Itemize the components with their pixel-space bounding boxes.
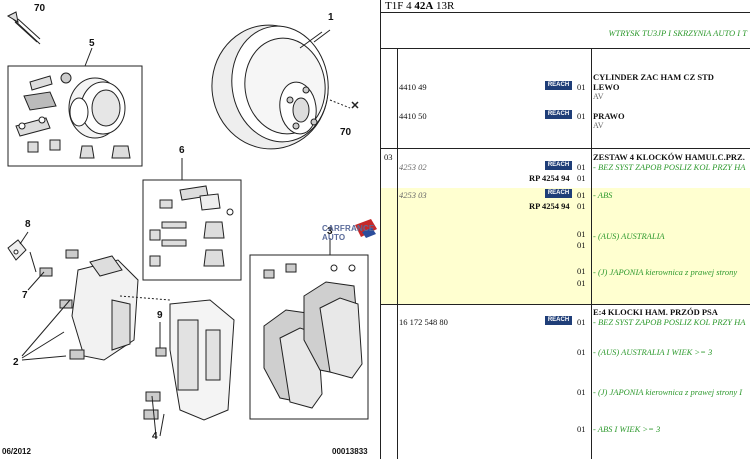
part-desc: ZESTAW 4 KLOCKÓW HAMULC.PRZ. (593, 152, 745, 162)
qty: 01 (577, 317, 586, 327)
position-number: 03 (384, 152, 393, 162)
part-desc: PRAWO (593, 111, 625, 121)
col-divider (397, 48, 398, 459)
qty: 01 (577, 111, 586, 121)
qty: 01 (577, 162, 586, 172)
part-note: AV (593, 92, 604, 101)
callout-3: 3 (327, 226, 333, 237)
part-desc: E:4 KLOCKI HAM. PRZÓD PSA (593, 307, 718, 317)
callout-70-top: 70 (34, 3, 46, 14)
part-ref[interactable]: 4410 50 (399, 111, 427, 121)
qty: 01 (577, 347, 586, 357)
reach-badge: REACH (545, 161, 572, 170)
condition: - (AUS) AUSTRALIA I WIEK >= 3 (593, 347, 713, 357)
condition: - (J) JAPONIA kierownica z prawej strony… (593, 387, 743, 397)
qty: 01 (577, 278, 586, 288)
sub-ref: RP 4254 94 (529, 201, 570, 211)
callout-6: 6 (179, 145, 185, 156)
watermark: CARFRANCE AUTO (322, 224, 375, 242)
reach-badge: REACH (545, 81, 572, 90)
part-desc: CYLINDER ZAC HAM CZ STD (593, 72, 714, 82)
callout-2: 2 (13, 357, 19, 368)
qty: 01 (577, 387, 586, 397)
qty: 01 (577, 229, 586, 239)
col-divider (591, 48, 592, 459)
condition: - BEZ SYST ZAPOB POSLIZ KOL PRZY HA (593, 317, 746, 327)
footer-date: 06/2012 (2, 447, 31, 456)
callout-1: 1 (328, 12, 334, 23)
table-header: T1F 4 42A 13R (381, 0, 750, 13)
part-ref[interactable]: 16 172 548 80 (399, 317, 448, 327)
part-ref[interactable]: 4410 49 (399, 82, 427, 92)
header-code: T1F 4 42A 13R (385, 0, 455, 12)
callout-9: 9 (157, 310, 163, 321)
qty: 01 (577, 201, 586, 211)
condition: - BEZ SYST ZAPOB POSLIZ KOL PRZY HA (593, 162, 746, 172)
condition: - ABS I WIEK >= 3 (593, 424, 661, 434)
condition: - ABS (593, 190, 613, 200)
qty: 01 (577, 173, 586, 183)
group-title: WTRYSK TU3JP I SKRZYNIA AUTO I T (608, 28, 747, 38)
reach-badge: REACH (545, 189, 572, 198)
callout-5: 5 (89, 38, 95, 49)
highlighted-rows (381, 188, 750, 304)
qty: 01 (577, 82, 586, 92)
row-divider (381, 148, 750, 149)
part-ref[interactable]: 4253 03 (399, 190, 427, 200)
qty: 01 (577, 190, 586, 200)
qty: 01 (577, 266, 586, 276)
callout-8: 8 (25, 219, 31, 230)
footer-code: 00013833 (332, 447, 368, 456)
condition: - (AUS) AUSTRALIA (593, 231, 665, 241)
part-note: AV (593, 121, 604, 130)
condition: - (J) JAPONIA kierownica z prawej strony (593, 267, 738, 277)
sub-ref: RP 4254 94 (529, 173, 570, 183)
callout-70-right: 70 (340, 127, 352, 138)
reach-badge: REACH (545, 110, 572, 119)
group-header: WTRYSK TU3JP I SKRZYNIA AUTO I T (381, 12, 750, 49)
reach-badge: REACH (545, 316, 572, 325)
row-divider (381, 304, 750, 305)
part-desc-2: LEWO (593, 82, 620, 92)
callout-4: 4 (152, 431, 158, 442)
callout-7: 7 (22, 290, 28, 301)
part-ref[interactable]: 4253 02 (399, 162, 427, 172)
parts-diagram: 70 5 1 70 6 8 3 7 9 2 4 06/2012 00013833… (2, 3, 377, 456)
parts-table: T1F 4 42A 13R WTRYSK TU3JP I SKRZYNIA AU… (380, 0, 750, 459)
qty: 01 (577, 424, 586, 434)
exploded-brake-diagram (6, 11, 377, 437)
qty: 01 (577, 240, 586, 250)
